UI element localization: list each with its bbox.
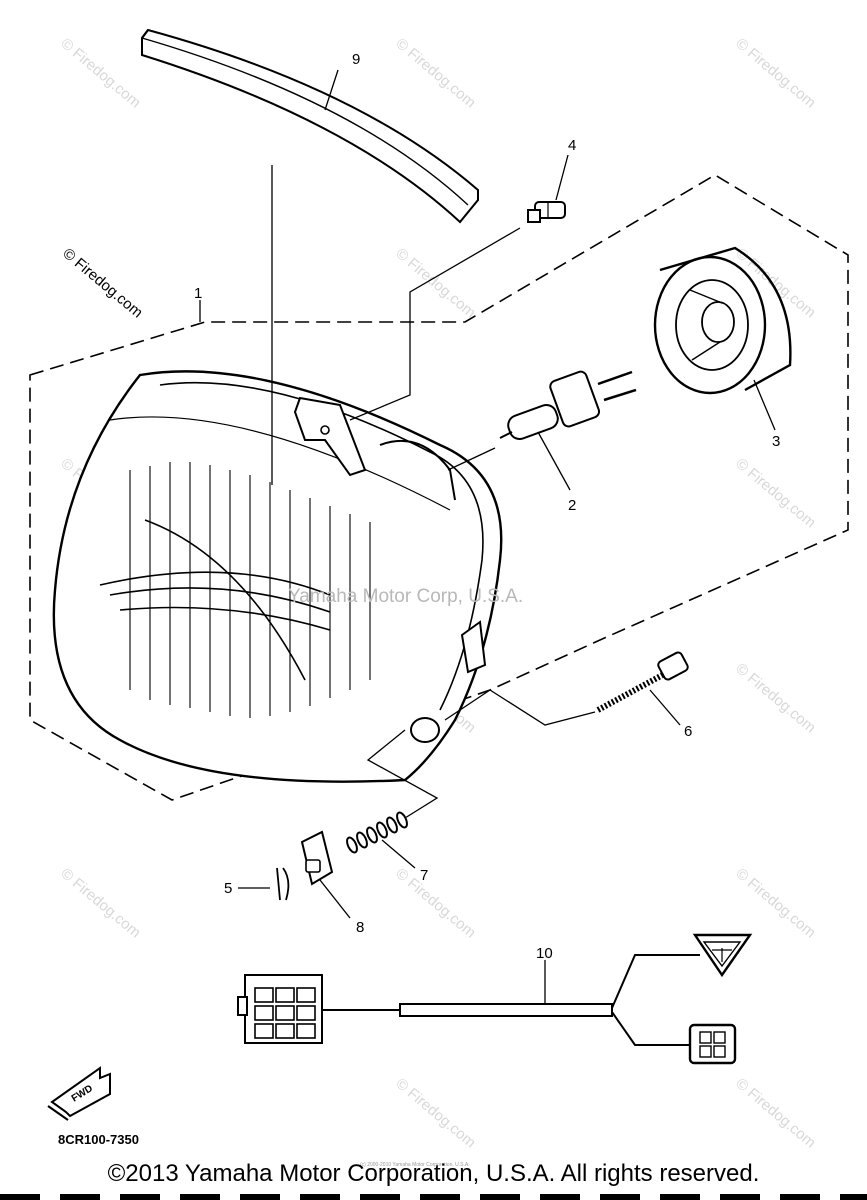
- watermark: © Firedog.com: [392, 865, 478, 941]
- screw: [527, 201, 566, 223]
- watermark: © Firedog.com: [57, 35, 143, 111]
- headlight-housing: [52, 370, 503, 783]
- watermark: © Firedog.com: [57, 865, 143, 941]
- assembly-outline: [29, 174, 849, 801]
- small-print: (c) 2000-2010 Yamaha Motor Corporation, …: [360, 1162, 470, 1168]
- spring: [346, 811, 408, 854]
- callout-10: 10: [536, 945, 553, 962]
- center-watermark: Yamaha Motor Corp, U.S.A.: [288, 586, 523, 607]
- part-code: 8CR100-7350: [58, 1132, 139, 1147]
- adjusting-bolt: [596, 651, 689, 713]
- callout-3: 3: [772, 433, 780, 450]
- callout-7: 7: [420, 867, 428, 884]
- foam-pad: [141, 28, 479, 224]
- callout-2: 2: [568, 497, 576, 514]
- watermark: © Firedog.com: [392, 35, 478, 111]
- watermark: © Firedog.com: [392, 1075, 478, 1151]
- callout-4: 4: [568, 137, 576, 154]
- cotter-pin: [276, 867, 290, 901]
- watermark: © Firedog.com: [732, 35, 818, 111]
- bottom-rule: [0, 1194, 867, 1200]
- callout-8: 8: [356, 919, 364, 936]
- watermark: © Firedog.com: [732, 660, 818, 736]
- watermark-dark: © Firedog.com: [59, 245, 145, 321]
- clip: [300, 830, 334, 886]
- watermark: © Firedog.com: [392, 245, 478, 321]
- callout-1: 1: [194, 285, 202, 302]
- copyright-footer: ©2013 Yamaha Motor Corporation, U.S.A. A…: [107, 1160, 760, 1187]
- fwd-arrow-icon: FWD: [47, 1066, 111, 1121]
- wire-harness: [237, 933, 753, 1065]
- bulb-cover: [653, 246, 792, 395]
- leader-lines: [199, 69, 776, 1004]
- bulb: [499, 370, 637, 441]
- callout-5: 5: [224, 880, 232, 897]
- watermark: © Firedog.com: [732, 455, 818, 531]
- watermark: © Firedog.com: [732, 865, 818, 941]
- callout-9: 9: [352, 51, 360, 68]
- watermark: © Firedog.com: [732, 1075, 818, 1151]
- callout-6: 6: [684, 723, 692, 740]
